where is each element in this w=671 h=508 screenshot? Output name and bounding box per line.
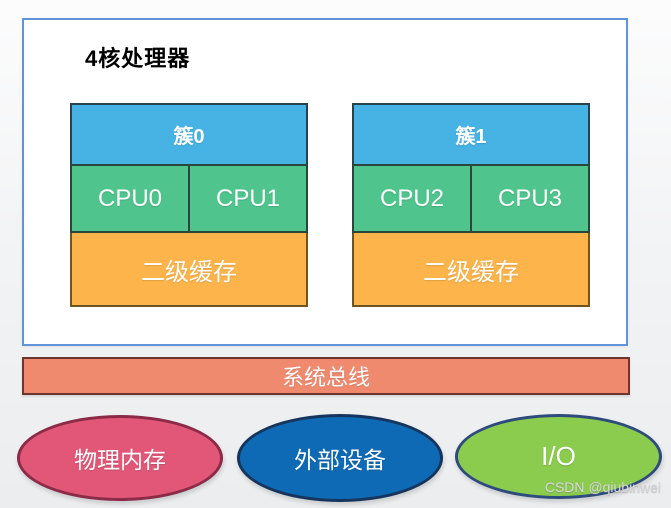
cpu1-box: CPU1 <box>188 164 308 233</box>
cluster-1-l2-cache: 二级缓存 <box>352 231 590 307</box>
system-bus-bar: 系统总线 <box>22 357 630 395</box>
cluster-1-header: 簇1 <box>352 103 590 166</box>
io-ellipse: I/O <box>455 414 662 499</box>
cpu0-box: CPU0 <box>70 164 190 233</box>
processor-container: 4核处理器 簇0 CPU0 CPU1 二级缓存 簇1 CPU2 CPU3 二级缓… <box>22 18 628 346</box>
cluster-0-cpu-row: CPU0 CPU1 <box>70 164 308 233</box>
cluster-1-cpu-row: CPU2 CPU3 <box>352 164 590 233</box>
external-devices-ellipse: 外部设备 <box>237 414 443 502</box>
cpu2-box: CPU2 <box>352 164 472 233</box>
physical-memory-ellipse: 物理内存 <box>17 415 223 501</box>
cluster-0-header: 簇0 <box>70 103 308 166</box>
watermark-text: CSDN @qiubinwei <box>544 479 661 495</box>
cpu3-box: CPU3 <box>470 164 590 233</box>
page-title: 4核处理器 <box>85 46 191 71</box>
cluster-1: 簇1 CPU2 CPU3 二级缓存 <box>352 103 590 307</box>
cluster-0: 簇0 CPU0 CPU1 二级缓存 <box>70 103 308 307</box>
cluster-0-l2-cache: 二级缓存 <box>70 231 308 307</box>
